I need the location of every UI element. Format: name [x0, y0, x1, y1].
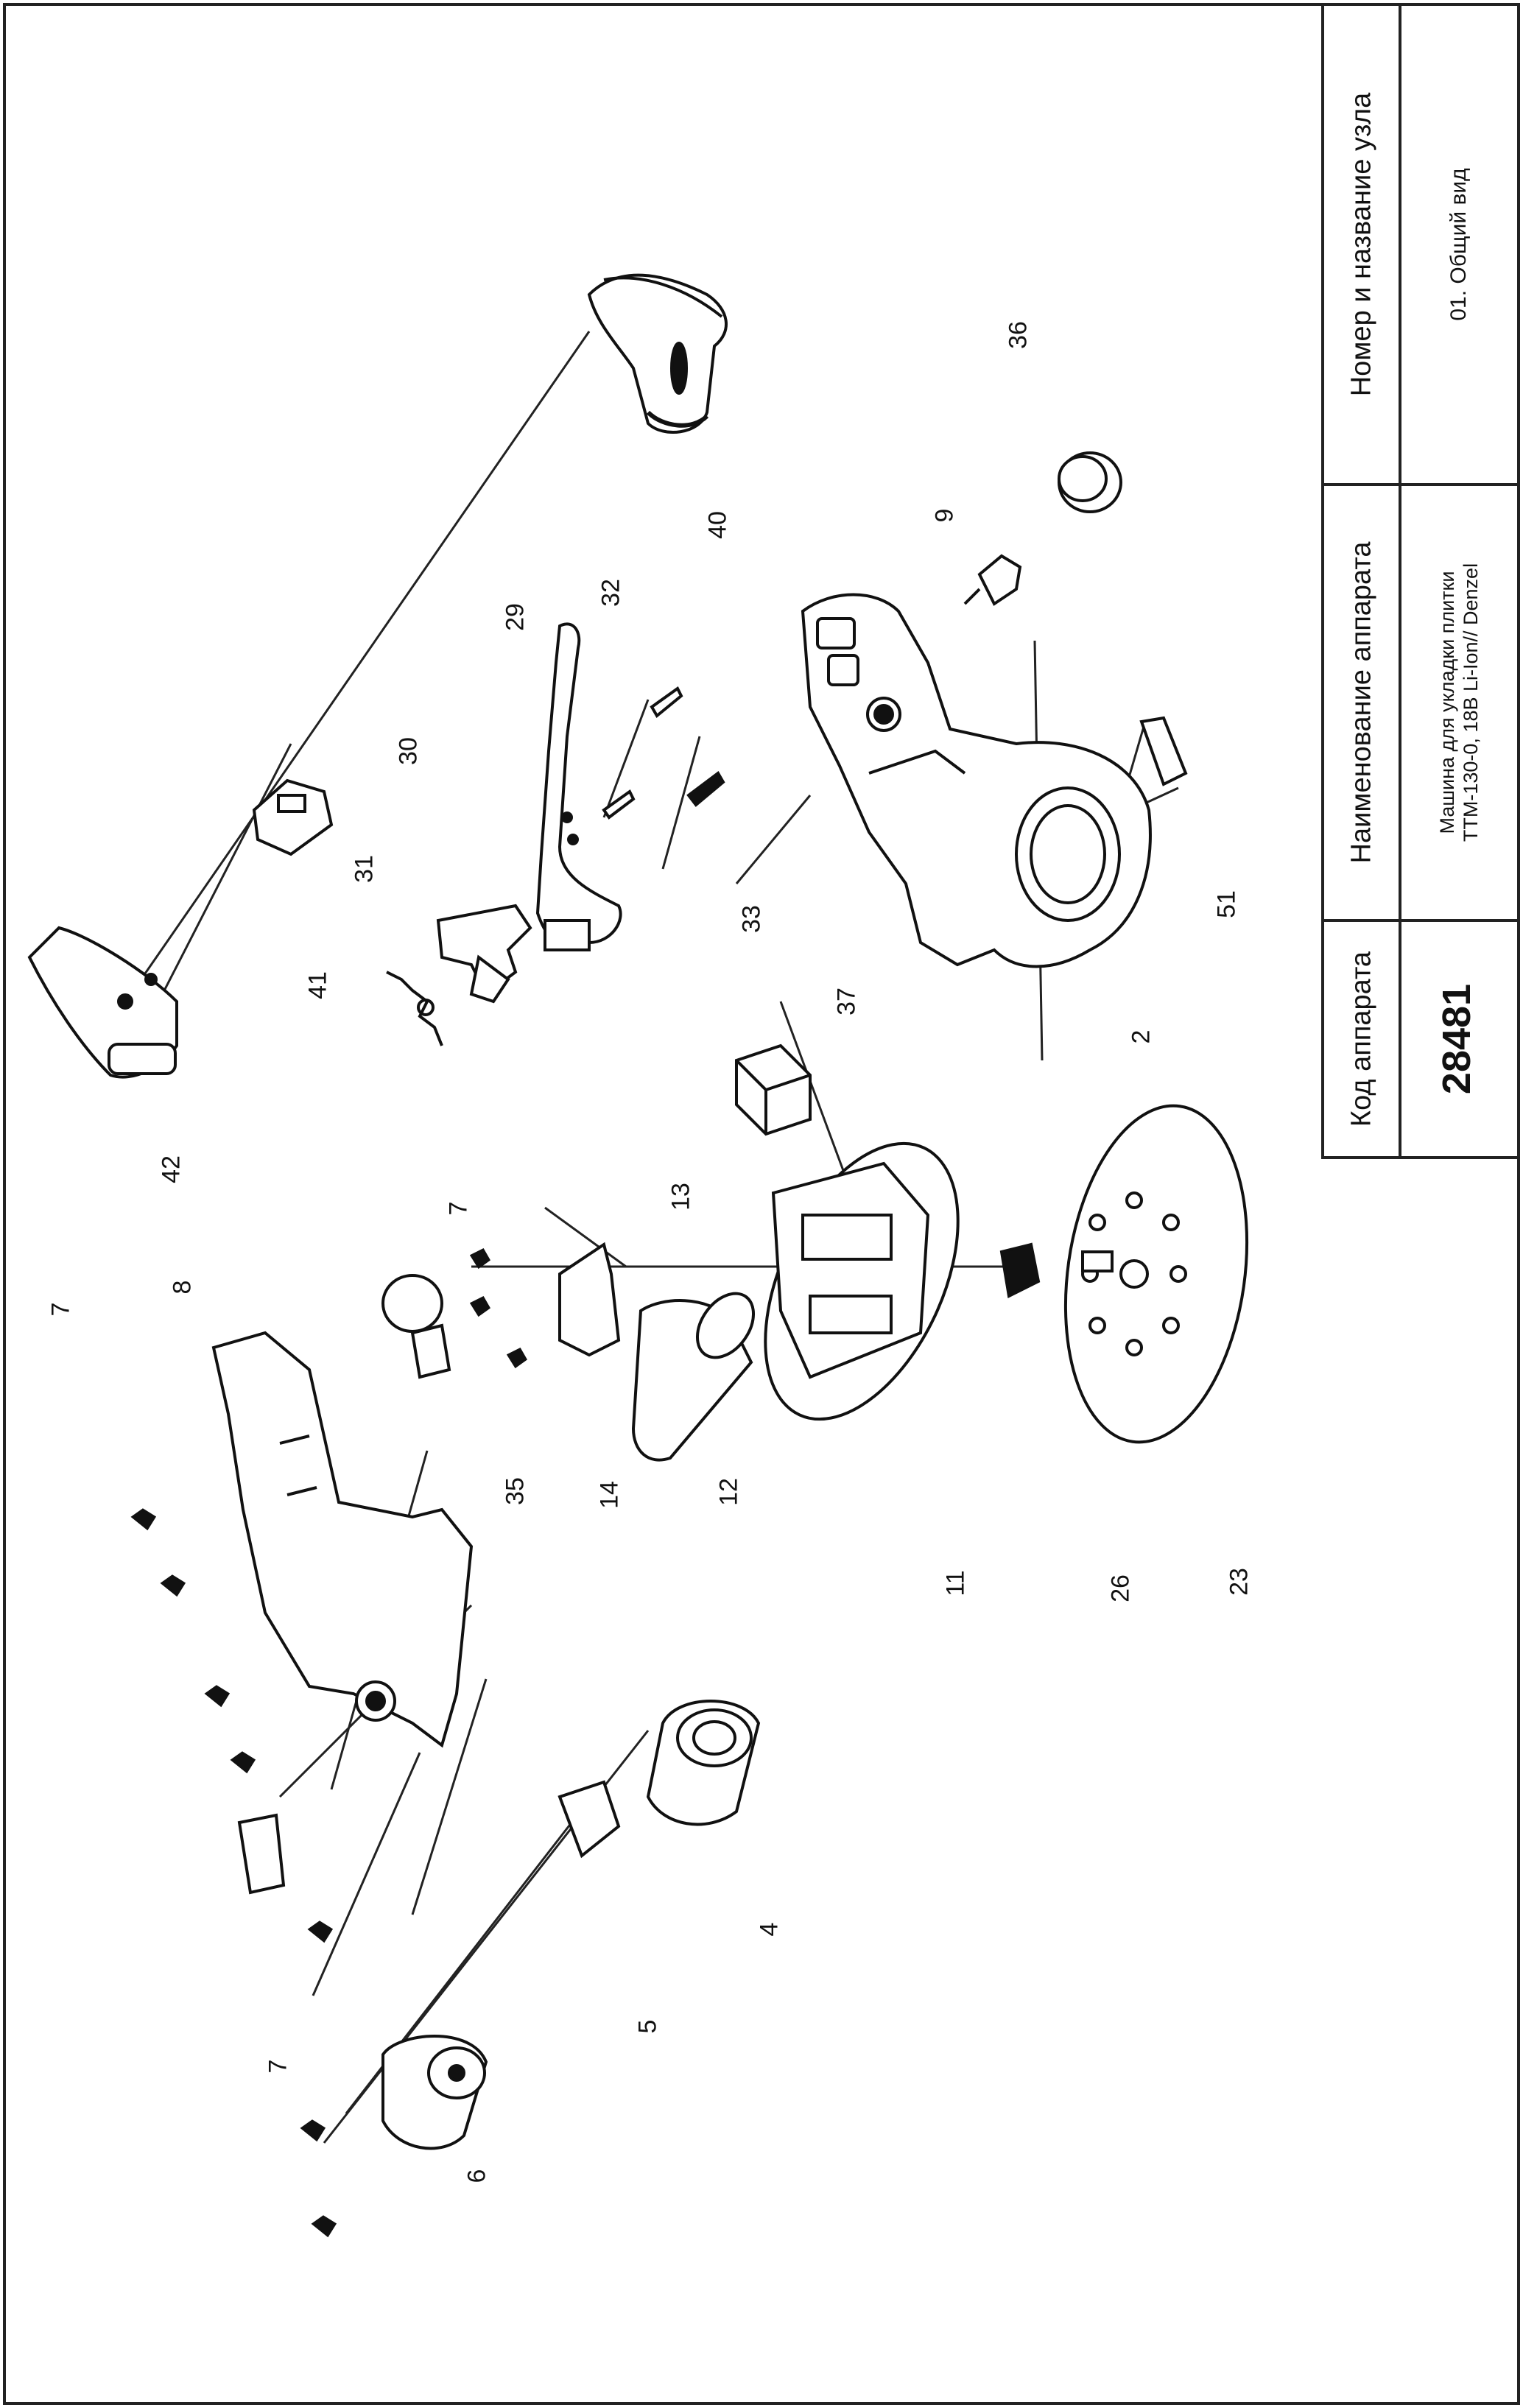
callout-14: 14 [595, 1481, 624, 1509]
callout-6: 6 [462, 2169, 491, 2183]
drawing-frame [3, 3, 1520, 2405]
callout-42: 42 [157, 1155, 186, 1183]
device-name: Машина для укладки плитки TTM-130-0, 18В… [1435, 563, 1482, 842]
part-9-switch [963, 554, 1022, 606]
part-35-button [381, 1274, 451, 1379]
part-51-label [1139, 716, 1188, 786]
part-30-trigger [436, 904, 532, 1004]
callout-32: 32 [597, 579, 625, 607]
part-40-handle-grip [587, 273, 728, 434]
callout-12: 12 [714, 1478, 743, 1506]
pins-32-33 [602, 686, 725, 820]
part-26-cone [999, 1242, 1041, 1298]
screws [130, 1248, 527, 2238]
callout-51: 51 [1212, 890, 1241, 918]
part-2-upper-housing [801, 593, 1152, 968]
callout-2: 2 [1127, 1029, 1156, 1044]
callout-37: 37 [832, 988, 861, 1015]
part-6-gear-housing [381, 2035, 488, 2150]
part-11-base [764, 1141, 960, 1421]
callout-23: 23 [1225, 1568, 1253, 1596]
callout-40: 40 [703, 511, 732, 539]
callout-7-b: 7 [444, 1201, 473, 1216]
title-block [1321, 3, 1520, 1159]
node-value: 01. Общий вид [1446, 168, 1471, 321]
device-line-1: Машина для укладки плитки [1436, 571, 1458, 834]
code-header: Код аппарата [1346, 951, 1377, 1127]
code-value: 28481 [1435, 983, 1479, 1095]
part-5-clip [558, 1780, 621, 1859]
part-12-motor [631, 1292, 756, 1462]
callout-41: 41 [303, 971, 332, 999]
part-14-bracket [558, 1242, 621, 1357]
callout-7-c: 7 [264, 2059, 292, 2074]
part-36-cap [1058, 451, 1122, 513]
part-41-clip [252, 778, 334, 856]
part-23-disc [1063, 1104, 1249, 1444]
callout-9: 9 [930, 508, 959, 523]
callout-31: 31 [350, 855, 379, 883]
callout-13: 13 [666, 1183, 695, 1211]
device-line-2: TTM-130-0, 18В Li-Ion// Denzel [1460, 563, 1482, 842]
part-37-block [735, 1043, 812, 1136]
part-31-spring [386, 971, 443, 1046]
callout-8: 8 [168, 1280, 197, 1295]
callout-11: 11 [941, 1570, 970, 1596]
callout-33: 33 [737, 905, 766, 933]
part-4-gear-housing [646, 1700, 761, 1826]
node-header: Номер и название узла [1346, 92, 1377, 397]
callout-7-a: 7 [46, 1302, 75, 1317]
callout-4: 4 [755, 1922, 784, 1937]
part-8-lower-housing [211, 1331, 474, 1748]
callout-29: 29 [501, 603, 530, 631]
callout-30: 30 [394, 737, 423, 765]
part-label-strip [237, 1813, 286, 1895]
part-29-trigger-lever [535, 622, 622, 951]
part-42-handle-half [27, 926, 178, 1079]
device-header: Наименование аппарата [1346, 541, 1377, 864]
callout-36: 36 [1004, 321, 1033, 349]
callout-35: 35 [501, 1477, 530, 1505]
callout-26: 26 [1106, 1574, 1135, 1602]
callout-5: 5 [633, 2019, 662, 2034]
